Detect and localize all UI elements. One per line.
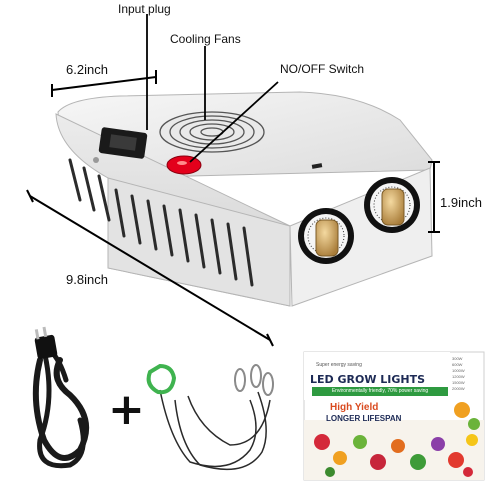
hanging-rope-icon — [159, 389, 271, 471]
input-plug-label: Input plug — [118, 2, 171, 16]
carabiner-icon — [146, 363, 177, 395]
fan-grille — [159, 111, 265, 153]
width-label: 6.2inch — [66, 62, 108, 77]
box-strip: Environmentally friendly, 70% power savi… — [312, 387, 448, 396]
power-cord-icon — [32, 347, 89, 469]
box-tag: Super energy saving — [316, 362, 362, 368]
product-box — [303, 351, 485, 481]
switch-icon — [166, 155, 202, 175]
length-label: 9.8inch — [66, 272, 108, 287]
box-title: LED GROW LIGHTS — [310, 373, 426, 386]
pointer-switch — [189, 81, 279, 163]
vent-slots — [68, 158, 254, 287]
dial-left — [298, 208, 354, 264]
box-lifespan: LONGER LIFESPAN — [326, 414, 402, 423]
box-option: 1500W — [452, 380, 465, 385]
switch-label: NO/OFF Switch — [280, 62, 365, 76]
box-option: 1000W — [452, 368, 465, 373]
box-option: 2000W — [452, 386, 465, 391]
height-label: 1.9inch — [440, 195, 482, 210]
cooling-fans-label: Cooling Fans — [170, 32, 241, 46]
snap-hook-icon — [234, 364, 274, 396]
box-options: 300W 600W 1000W 1200W 1500W 2000W — [452, 356, 465, 392]
box-option: 600W — [452, 362, 463, 367]
box-option: 300W — [452, 356, 463, 361]
plus-sign: + — [108, 384, 145, 435]
dimension-height — [428, 161, 440, 233]
dimension-length — [26, 189, 274, 347]
box-high-yield: High Yield — [330, 402, 379, 413]
dial-right — [364, 177, 420, 233]
dimension-width — [51, 70, 157, 97]
box-option: 1200W — [452, 374, 465, 379]
